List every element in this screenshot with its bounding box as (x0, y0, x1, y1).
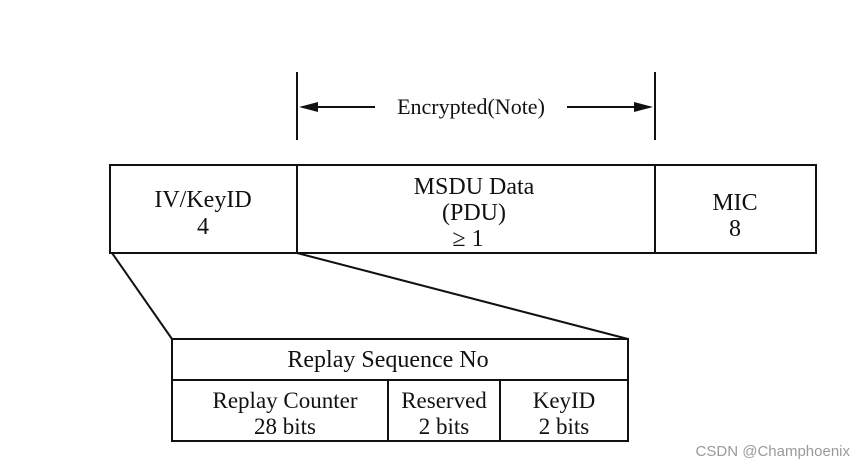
replay-counter-field-name: Replay Counter (213, 388, 358, 413)
keyid-field-size: 2 bits (539, 414, 590, 439)
reserved-field-size: 2 bits (419, 414, 470, 439)
msdu-field-subtitle: (PDU) (442, 200, 506, 226)
expansion-line-left (111, 252, 173, 340)
top-frame-outline (109, 164, 817, 254)
encrypted-label: Encrypted(Note) (397, 94, 545, 119)
msdu-field-size: ≥ 1 (452, 226, 483, 252)
watermark-text: CSDN @Champhoenix (696, 443, 851, 460)
replay-counter-field-size: 28 bits (254, 414, 316, 439)
iv-keyid-field-name: IV/KeyID (154, 187, 251, 213)
encrypted-span-indicator: Encrypted(Note) (296, 72, 656, 140)
reserved-field-name: Reserved (401, 388, 487, 413)
encrypted-left-arrowhead (299, 102, 318, 112)
mic-field-size: 8 (729, 216, 741, 242)
sub-frame: Replay Sequence No Replay Counter 28 bit… (171, 338, 629, 442)
keyid-field-name: KeyID (533, 388, 596, 413)
expansion-lines (111, 252, 629, 340)
msdu-field-name: MSDU Data (414, 174, 535, 200)
replay-sequence-header: Replay Sequence No (287, 347, 488, 373)
sub-frame-outline (171, 338, 629, 442)
iv-keyid-field-size: 4 (197, 214, 209, 240)
mic-field-name: MIC (712, 190, 757, 216)
expansion-line-right (296, 252, 629, 340)
top-frame: IV/KeyID 4 MSDU Data (PDU) ≥ 1 MIC 8 (109, 164, 817, 254)
encrypted-right-arrowhead (634, 102, 653, 112)
